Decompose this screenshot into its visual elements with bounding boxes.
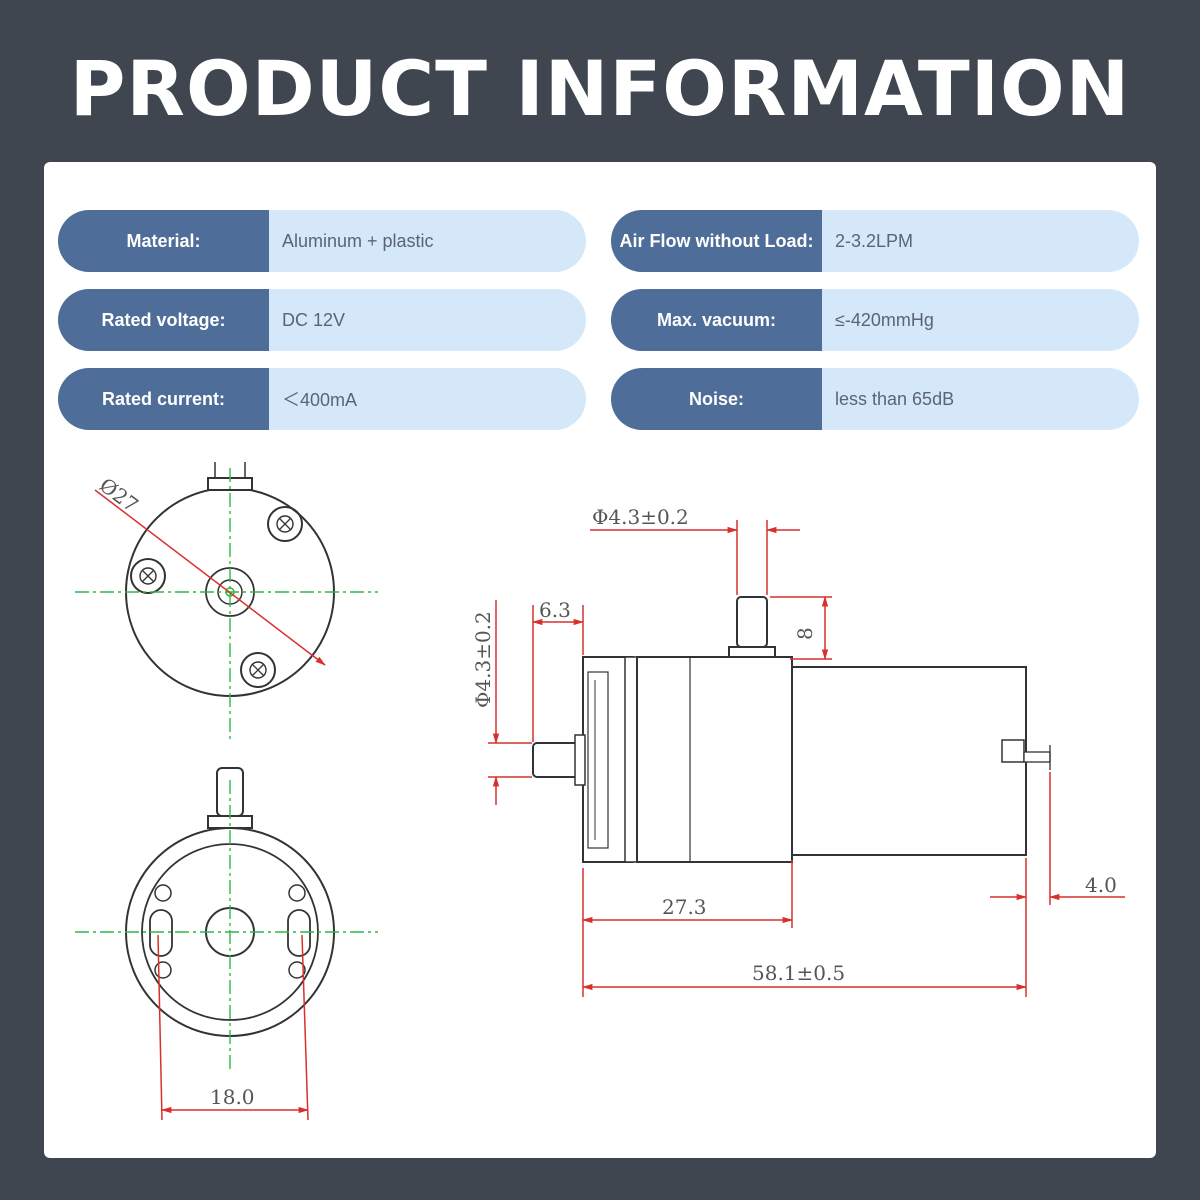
side-view — [532, 596, 1051, 863]
spec-value: less than 65dB — [835, 388, 955, 409]
spec-value: DC 12V — [282, 309, 346, 330]
spec-row-air-flow: Air Flow without Load: 2-3.2LPM — [611, 210, 1139, 272]
spec-row-noise: Noise: less than 65dB — [611, 368, 1139, 430]
hole-spacing-dimension — [157, 934, 310, 1121]
spec-value: 2-3.2LPM — [835, 230, 914, 251]
spec-row-rated-current: Rated current: ＜400mA — [58, 368, 586, 430]
head-length-label: 27.3 — [662, 895, 707, 919]
spec-label: Air Flow without Load: — [611, 210, 822, 272]
nozzle-diameter-side-label: Φ4.3±0.2 — [471, 611, 495, 708]
diameter-label: Ø27 — [95, 473, 143, 517]
front-view-centerlines — [75, 468, 378, 740]
spec-value: ≤-420mmHg — [835, 309, 934, 330]
spec-label: Noise: — [611, 368, 822, 430]
screw-left — [130, 558, 166, 594]
nozzle-diameter-top-label: Φ4.3±0.2 — [592, 505, 689, 529]
diameter-dimension — [94, 489, 326, 666]
screw-bottom — [240, 652, 276, 688]
screw-top-right — [267, 506, 303, 542]
page-title: PRODUCT INFORMATION — [69, 44, 1131, 133]
terminal-label: 4.0 — [1085, 873, 1117, 897]
spec-value: ＜400mA — [282, 390, 358, 410]
hole-spacing-label: 18.0 — [210, 1085, 255, 1109]
spec-row-max-vacuum: Max. vacuum: ≤-420mmHg — [611, 289, 1139, 351]
spec-row-material: Material: Aluminum + plastic — [58, 210, 586, 272]
total-length-label: 58.1±0.5 — [752, 961, 845, 985]
nozzle-height-label: 8 — [793, 627, 817, 640]
spec-label: Material: — [58, 210, 269, 272]
nozzle-length-label: 6.3 — [539, 598, 571, 622]
side-view-dimensions — [488, 520, 1125, 997]
spec-row-rated-voltage: Rated voltage: DC 12V — [58, 289, 586, 351]
spec-label: Max. vacuum: — [611, 289, 822, 351]
spec-label: Rated current: — [58, 368, 269, 430]
rear-view-centerlines — [75, 780, 378, 1070]
spec-label: Rated voltage: — [58, 289, 269, 351]
spec-value: Aluminum + plastic — [282, 230, 434, 251]
